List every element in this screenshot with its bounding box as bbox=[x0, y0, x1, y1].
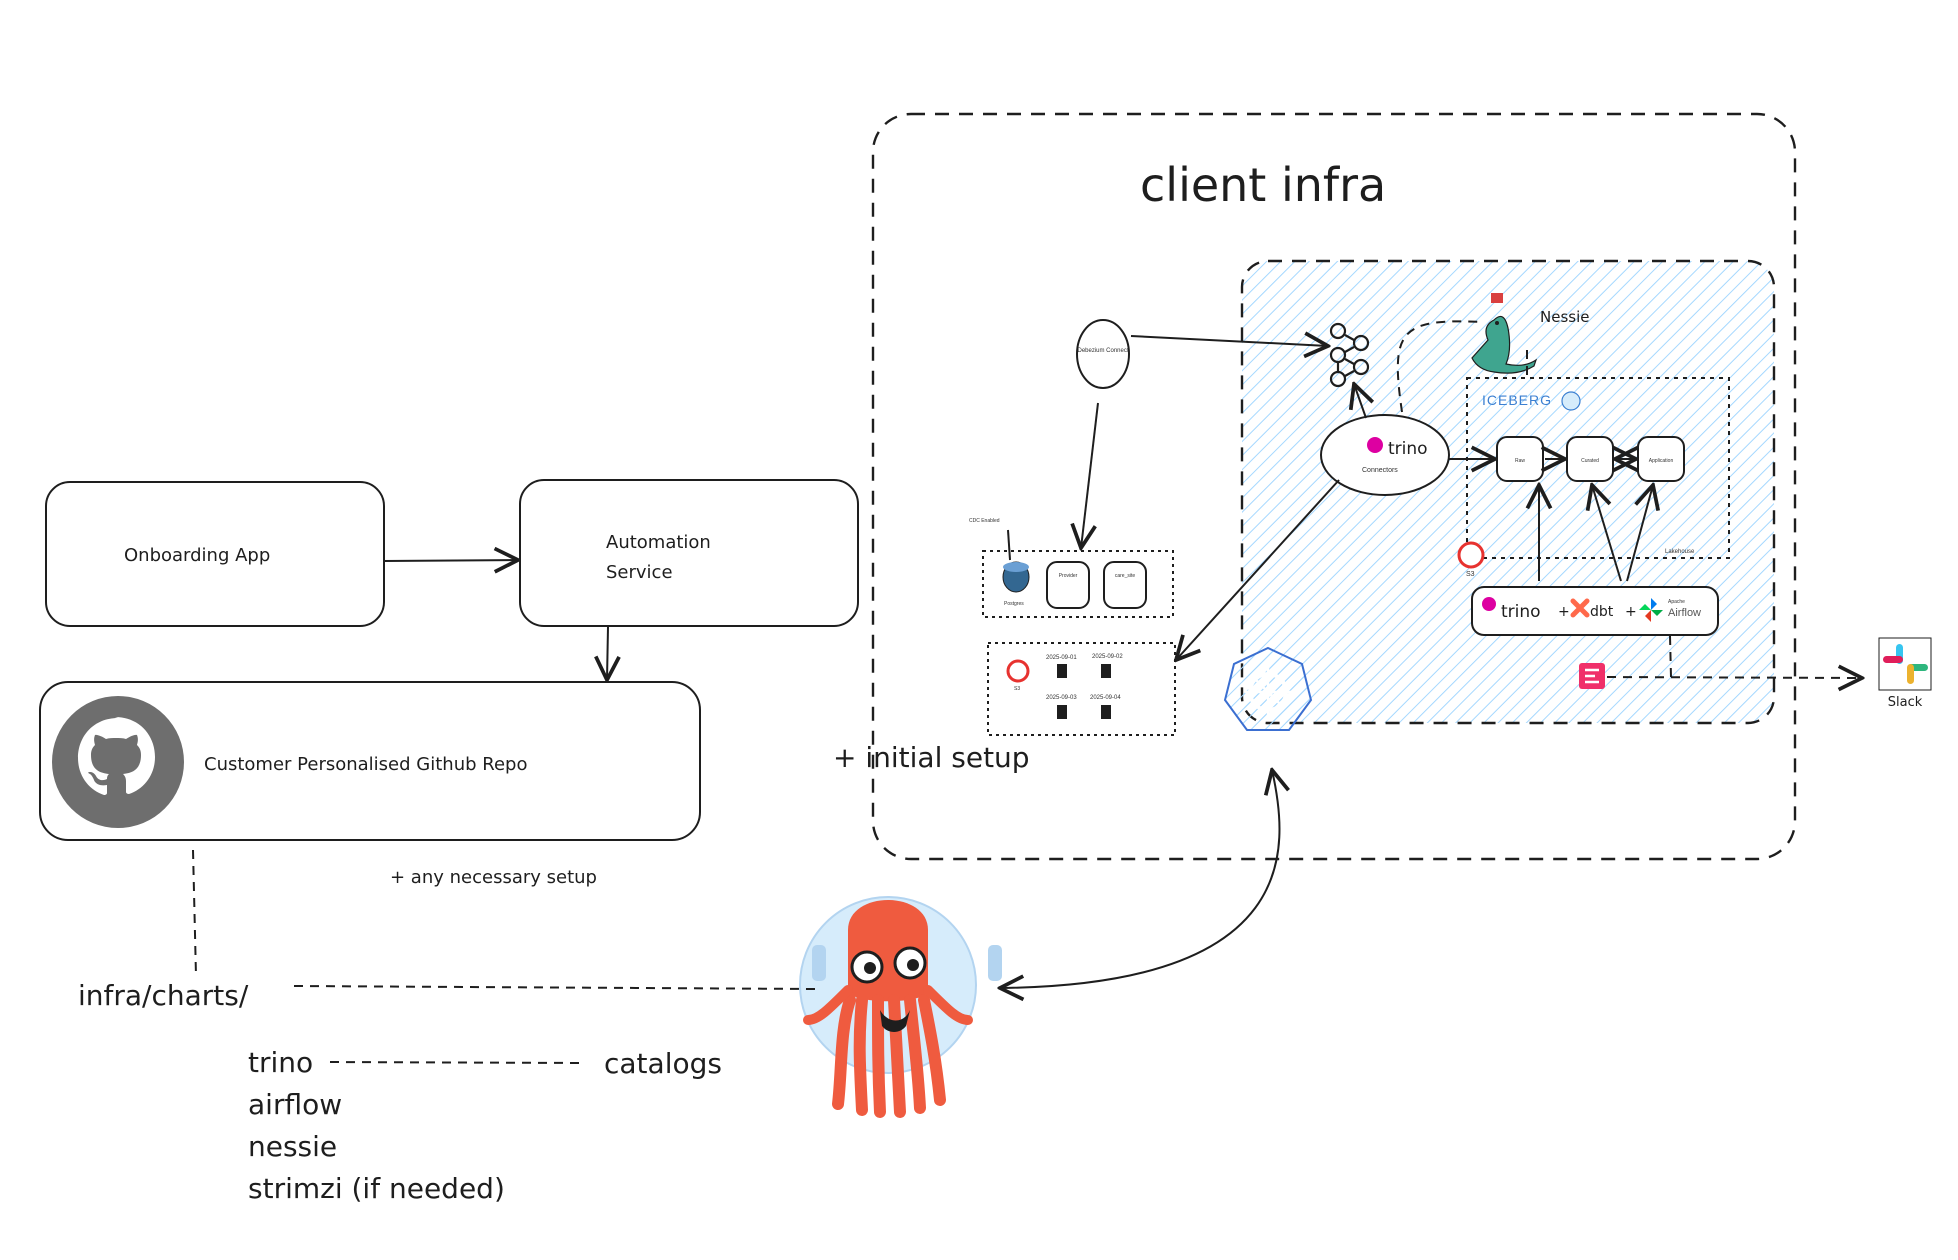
chart-item-nessie: nessie bbox=[248, 1130, 337, 1163]
chart-item-trino: trino bbox=[248, 1046, 313, 1079]
s3-partition-label: S3 bbox=[1014, 686, 1020, 692]
arrow-trino-to-kafka bbox=[1354, 384, 1366, 419]
s3-label-lakehouse: S3 bbox=[1466, 571, 1475, 578]
tool-trino-label: trino bbox=[1501, 602, 1541, 622]
trino-bunny-icon bbox=[1367, 437, 1383, 453]
catalogs-label: catalogs bbox=[604, 1047, 722, 1080]
arrow-debezium-to-postgres bbox=[1081, 402, 1099, 548]
trino-catalogs-link bbox=[329, 1061, 581, 1064]
arrow-tools-to-application bbox=[1626, 485, 1653, 582]
automation-label-line2: Service bbox=[606, 562, 673, 583]
client-infra-title: client infra bbox=[1140, 158, 1386, 212]
automation-service-box bbox=[519, 479, 859, 627]
connectors-label: Connectors bbox=[1362, 467, 1398, 474]
chart-item-strimzi: strimzi (if needed) bbox=[248, 1172, 505, 1205]
argo-k8s-sync-arrow bbox=[1000, 770, 1280, 988]
s3-date-4: 2025-09-04 bbox=[1090, 695, 1121, 701]
s3-icon bbox=[1457, 541, 1485, 569]
care-site-table: care_site bbox=[1103, 561, 1147, 609]
postgres-label: Postgres bbox=[1004, 601, 1024, 607]
iceberg-label: ICEBERG bbox=[1482, 392, 1552, 408]
source-database-region bbox=[982, 550, 1174, 618]
debezium-connect-node bbox=[1076, 319, 1130, 389]
airflow-to-alerts-link bbox=[1669, 635, 1672, 678]
trino-tool-icon bbox=[1482, 597, 1496, 611]
github-repo-label: Customer Personalised Github Repo bbox=[204, 754, 527, 775]
trino-nessie-link bbox=[1396, 320, 1484, 413]
table-application: Application bbox=[1637, 436, 1685, 482]
table-raw: Raw bbox=[1496, 436, 1544, 482]
tool-airflow-label: Airflow bbox=[1668, 607, 1701, 619]
iceberg-icon bbox=[1561, 391, 1581, 411]
lakehouse-label: Lakehouse bbox=[1665, 549, 1695, 555]
trino-connectors-node bbox=[1320, 414, 1450, 496]
file-icon bbox=[1057, 705, 1067, 719]
tool-dbt-label: dbt bbox=[1590, 604, 1614, 620]
slack-label: Slack bbox=[1888, 695, 1923, 710]
svg-text:+: + bbox=[1625, 604, 1637, 620]
postgres-icon bbox=[1002, 561, 1030, 593]
file-icon bbox=[1101, 664, 1111, 678]
s3-date-2: 2025-09-02 bbox=[1092, 654, 1123, 660]
iceberg-lakehouse-region bbox=[1466, 377, 1730, 559]
svg-text:+: + bbox=[1558, 604, 1570, 620]
svg-text:care_site: care_site bbox=[1115, 573, 1136, 579]
onboarding-app-label: Onboarding App bbox=[124, 545, 270, 566]
github-repo-box bbox=[39, 681, 701, 841]
svg-text:Application: Application bbox=[1649, 458, 1674, 464]
arrow-tools-to-curated bbox=[1592, 485, 1622, 582]
nessie-label: Nessie bbox=[1540, 308, 1589, 326]
provider-table: Provider bbox=[1046, 561, 1090, 609]
alerts-to-slack-link bbox=[1606, 677, 1862, 678]
argo-octopus-icon bbox=[799, 896, 1002, 1118]
airflow-apache-label: Apache bbox=[1668, 599, 1685, 605]
charts-to-argo-link bbox=[293, 985, 817, 990]
file-icon bbox=[1057, 664, 1067, 678]
svg-text:Raw: Raw bbox=[1515, 458, 1525, 464]
arrow-trino-to-s3 bbox=[1176, 479, 1340, 660]
table-curated: Curated bbox=[1566, 436, 1614, 482]
tools-bar bbox=[1471, 586, 1719, 636]
nessie-icon bbox=[1471, 293, 1538, 374]
chart-item-airflow: airflow bbox=[248, 1088, 342, 1121]
automation-label-line1: Automation bbox=[606, 532, 711, 553]
repo-to-charts-link bbox=[192, 849, 197, 977]
setup-note-label: + any necessary setup bbox=[390, 867, 597, 888]
github-icon bbox=[52, 696, 184, 828]
s3-date-1: 2025-09-01 bbox=[1046, 655, 1077, 661]
arrow-debezium-to-kafka bbox=[1130, 336, 1328, 346]
trino-label: trino bbox=[1388, 439, 1428, 459]
debezium-connect-label: Debezium Connect bbox=[1077, 348, 1128, 354]
airflow-pinwheel-icon bbox=[1639, 598, 1663, 622]
arrow-automation-to-repo bbox=[607, 626, 608, 680]
cdc-enabled-label: CDC Enabled bbox=[969, 518, 1000, 524]
svg-text:Provider: Provider bbox=[1059, 573, 1078, 579]
svg-text:Curated: Curated bbox=[1581, 458, 1599, 464]
charts-path-label: infra/charts/ bbox=[78, 979, 249, 1012]
file-icon bbox=[1101, 705, 1111, 719]
onboarding-app-box bbox=[45, 481, 385, 627]
s3-partitions-region bbox=[987, 642, 1176, 736]
s3-date-3: 2025-09-03 bbox=[1046, 695, 1077, 701]
slack-icon bbox=[1878, 637, 1932, 691]
kubernetes-icon bbox=[1223, 646, 1313, 731]
initial-setup-label: + initial setup bbox=[833, 741, 1030, 774]
dbt-icon bbox=[1570, 598, 1590, 618]
s3-partition-icon bbox=[1006, 659, 1030, 683]
arrow-onboarding-to-automation bbox=[383, 560, 518, 561]
cdc-pointer-line bbox=[1007, 529, 1011, 561]
